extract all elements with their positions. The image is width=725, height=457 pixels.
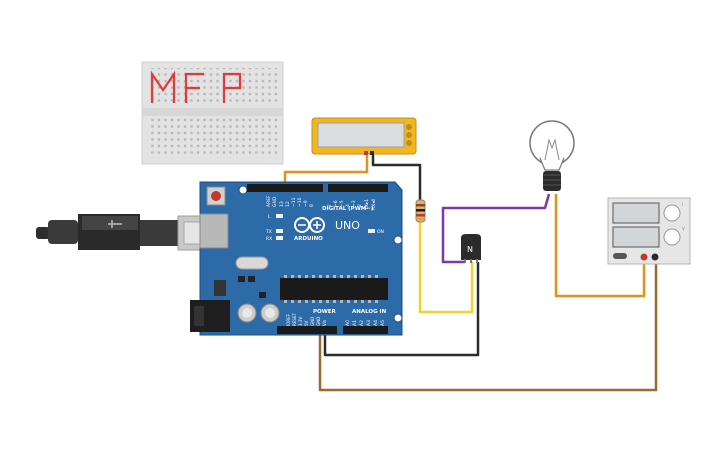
pin-label: 12 (285, 201, 291, 207)
resistor[interactable] (415, 199, 426, 223)
wire-purple[interactable] (441, 193, 551, 264)
svg-text:A4: A4 (373, 320, 379, 326)
light-bulb[interactable] (529, 120, 575, 191)
lcd-module[interactable] (311, 117, 417, 155)
lcd-pin (406, 124, 412, 130)
tx-led-label: TX (265, 229, 272, 235)
power-switch[interactable] (613, 253, 627, 259)
wire-black-gnd[interactable] (323, 262, 480, 357)
svg-text:RESET: RESET (292, 313, 297, 326)
svg-text:Vin: Vin (322, 319, 327, 326)
breadboard-mfp-text (150, 70, 242, 103)
usb-icon (108, 220, 122, 228)
pin-label: ~9 (303, 200, 309, 207)
pin-label: 7 (327, 204, 333, 207)
svg-text:GND: GND (316, 317, 321, 326)
pin-label: ~6 (333, 200, 339, 207)
arduino-logo (294, 217, 325, 233)
current-knob[interactable] (663, 204, 681, 222)
power-label: POWER (313, 309, 337, 315)
svg-text:GND: GND (310, 317, 315, 326)
wire-yellow[interactable] (418, 222, 474, 314)
analog-header[interactable] (343, 326, 388, 334)
pin-label: ~11 (291, 197, 297, 207)
svg-text:3.3V: 3.3V (298, 317, 303, 326)
on-led-label: ON (377, 229, 384, 235)
tx-led (276, 229, 283, 233)
current-knob-label: I (682, 202, 683, 207)
rx-led-label: RX (266, 236, 272, 242)
pin-label: 8 (309, 204, 315, 207)
power-pin-labels: IOREF RESET 3.3V 5V GND GND Vin (286, 313, 327, 326)
svg-text:A3: A3 (366, 320, 372, 326)
analog-pin-labels: A0 A1 A2 A3 A4 A5 (345, 320, 386, 326)
current-display (612, 202, 660, 224)
arduino-uno-board[interactable]: AREF GND 13 12 ~11 ~10 ~9 8 7 ~6 ~5 4 ~3… (190, 181, 403, 336)
brand-label: ARDUINO (294, 236, 323, 242)
pin-label: ~5 (339, 200, 345, 207)
pin-label: 2 (357, 204, 363, 207)
svg-text:IOREF: IOREF (286, 313, 291, 326)
voltage-regulator (214, 280, 226, 296)
negative-terminal[interactable] (651, 253, 659, 261)
lcd-pin (406, 132, 412, 138)
pin-label: ~3 (351, 200, 357, 207)
atmega-chip (280, 278, 388, 300)
voltage-display (612, 226, 660, 248)
digital-header-2[interactable] (328, 184, 388, 192)
svg-text:A0: A0 (345, 320, 351, 326)
svg-text:5V: 5V (304, 320, 309, 326)
on-led (368, 229, 375, 233)
svg-text:A5: A5 (380, 320, 386, 326)
digital-pin-labels: AREF GND 13 12 ~11 ~10 ~9 8 7 ~6 ~5 4 ~3… (266, 195, 377, 211)
svg-text:A2: A2 (359, 320, 365, 326)
positive-terminal[interactable] (640, 253, 648, 261)
svg-text:A1: A1 (352, 320, 358, 326)
analog-label: ANALOG IN (352, 309, 387, 315)
pin-label: 13 (279, 201, 285, 207)
pin-label: RX◂0 (371, 199, 377, 210)
npn-transistor[interactable]: N (461, 234, 481, 263)
breadboard[interactable] (141, 61, 284, 165)
pin-label: 4 (345, 204, 351, 207)
rx-led (276, 236, 283, 240)
lcd-pin (406, 140, 412, 146)
voltage-knob-label: V (682, 226, 685, 231)
power-header[interactable] (277, 326, 337, 334)
wire-brown[interactable] (318, 260, 658, 392)
usb-cable[interactable] (36, 214, 223, 251)
dc-power-supply[interactable]: I V (607, 197, 691, 265)
transistor-label: N (467, 245, 473, 254)
pin-label: ~10 (297, 197, 303, 207)
crystal (235, 256, 269, 270)
l-led (276, 214, 283, 218)
pin-label: TX▸1 (364, 199, 370, 211)
aref-label: AREF (266, 195, 272, 207)
wire-black-lcd-resistor[interactable] (371, 155, 422, 200)
digital-label: DIGITAL (PWM~) (322, 206, 374, 212)
model-label: UNO (335, 219, 360, 232)
gnd-label: GND (272, 196, 278, 207)
reset-button-cap[interactable] (211, 191, 221, 201)
l-led-label: L (268, 214, 271, 220)
digital-header-1[interactable] (247, 184, 323, 192)
wire-orange-supply[interactable] (554, 194, 646, 298)
wire-orange-lcd[interactable] (283, 155, 369, 190)
voltage-knob[interactable] (663, 228, 681, 246)
